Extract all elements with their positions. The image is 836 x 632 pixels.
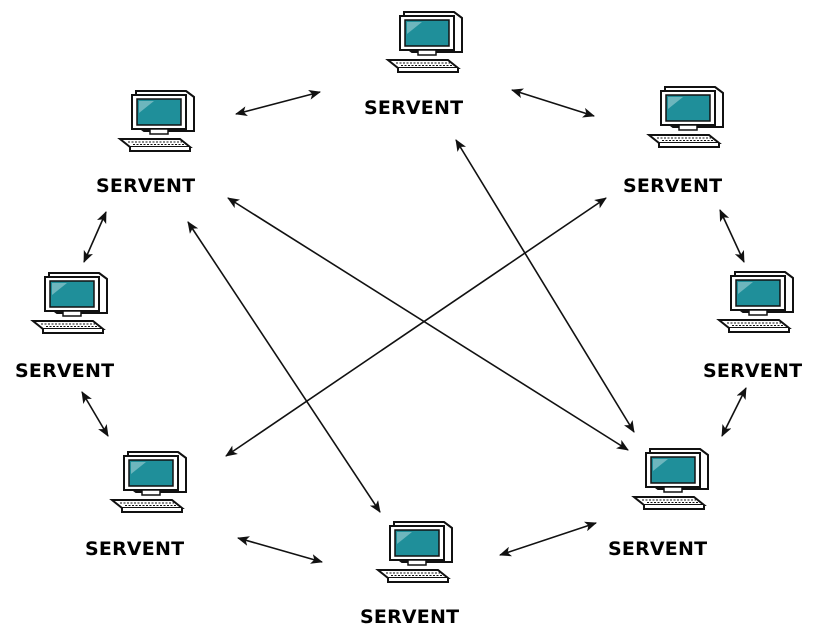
computer-icon [385,11,463,73]
computer-icon [631,448,709,510]
servent-label: SERVENT [85,538,185,560]
servent-label: SERVENT [364,97,464,119]
connection-arrow-upper-right-right [719,209,745,263]
connection-arrow-lower-left-left [81,391,109,437]
servent-label: SERVENT [623,175,723,197]
connection-arrow-right-lower-right [721,387,747,437]
computer-icon [117,90,195,152]
servent-label: SERVENT [360,606,460,628]
computer-icon [646,86,724,148]
connection-arrow-top-upper-right [511,88,595,118]
computer-icon [109,451,187,513]
connection-arrow-bottom-lower-left [237,536,323,564]
connection-arrow-left-upper-left [83,211,107,263]
computer-icon [375,521,453,583]
servent-label: SERVENT [703,360,803,382]
connection-arrow-upper-left-bottom [187,221,381,513]
connection-arrow-upper-right-lower-left [225,197,607,457]
servent-label: SERVENT [15,360,115,382]
computer-icon [716,271,794,333]
connection-arrow-top-lower-right [455,139,635,433]
connection-arrow-upper-left-top [235,89,321,117]
computer-icon [30,272,108,334]
connection-arrow-lower-right-bottom [499,521,597,557]
servent-label: SERVENT [96,175,196,197]
servent-label: SERVENT [608,538,708,560]
